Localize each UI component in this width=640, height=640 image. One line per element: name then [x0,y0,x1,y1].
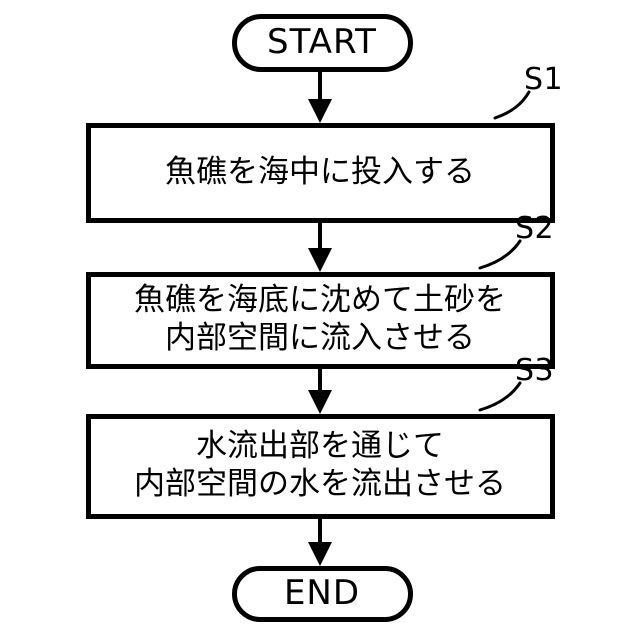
arrowhead-s2-to-s3 [308,390,332,414]
leader-line-s2 [478,239,522,270]
arrowhead-start-to-s1 [308,99,332,123]
process-box-s1-shape [86,123,555,223]
process-box-s2-shape [86,272,555,369]
start-terminator-shape [232,14,413,72]
arrowhead-s1-to-s2 [308,248,332,272]
leader-line-s1 [493,90,531,120]
step-tag-s3: S3 [515,353,555,388]
leader-line-s3 [478,381,522,412]
process-box-s3-shape [86,414,555,519]
step-tag-s2: S2 [515,211,555,246]
end-terminator-shape [232,566,413,622]
arrowhead-s3-to-end [308,542,332,566]
step-tag-s1: S1 [524,62,564,97]
